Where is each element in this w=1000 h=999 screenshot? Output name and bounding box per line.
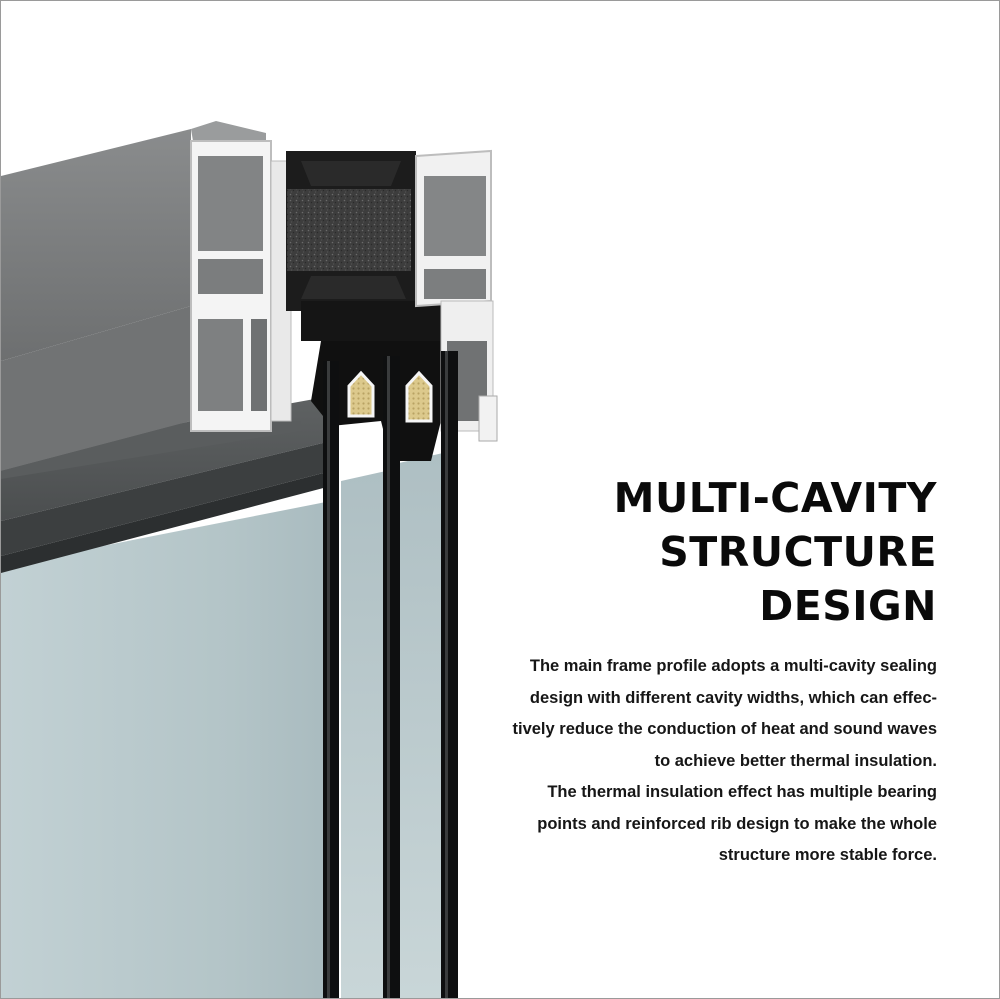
description-line: The thermal insulation effect has multip… — [547, 783, 937, 801]
aluminum-profile-left — [190, 140, 292, 432]
seal-inserts — [347, 370, 433, 423]
feature-description: The main frame profile adopts a multi-ca… — [467, 651, 938, 872]
description-line: to achieve better thermal insulation. — [654, 751, 937, 770]
glazing-bars — [323, 351, 458, 998]
description-line: structure more stable force. — [718, 846, 937, 864]
feature-headline: MULTI-CAVITY STRUCTURE DESIGN — [467, 471, 937, 633]
upper-frame-bar — [1, 121, 301, 479]
description-line: tively reduce the conduction of heat and… — [512, 720, 938, 738]
description-line: points and reinforced rib design to make… — [537, 814, 937, 833]
description-line: The main frame profile adopts a multi-ca… — [529, 657, 937, 675]
description-line: design with different cavity widths, whi… — [529, 688, 937, 707]
feature-text-block: MULTI-CAVITY STRUCTURE DESIGN The main f… — [467, 471, 938, 872]
headline-line-2: STRUCTURE DESIGN — [659, 528, 937, 630]
headline-line-1: MULTI-CAVITY — [613, 474, 937, 522]
